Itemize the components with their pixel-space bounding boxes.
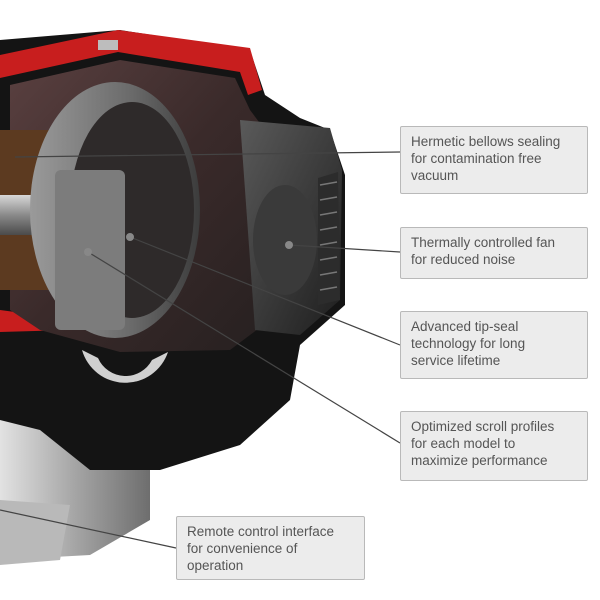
fan-grille-slats xyxy=(319,181,338,291)
callout-tip-seal: Advanced tip-seal technology for long se… xyxy=(400,311,588,379)
bearing-ring xyxy=(82,350,168,383)
leader-line-scroll xyxy=(87,251,401,444)
leader-line-fan xyxy=(288,244,401,253)
callout-remote-control: Remote control interface for convenience… xyxy=(176,516,365,580)
leader-line-remote xyxy=(0,509,177,549)
fan-blade-hub xyxy=(253,185,317,295)
fan-grille xyxy=(318,172,340,305)
leader-line-hermetic xyxy=(14,151,401,158)
callout-scroll-profiles: Optimized scroll profiles for each model… xyxy=(400,411,588,481)
top-pin xyxy=(98,40,118,50)
base-foot xyxy=(0,500,70,565)
leader-dot-tip-seal xyxy=(126,233,134,241)
leader-dot-scroll xyxy=(84,248,92,256)
callout-hermetic-bellows: Hermetic bellows sealing for contaminati… xyxy=(400,126,588,194)
leader-dot-fan xyxy=(285,241,293,249)
callout-thermally-controlled-fan: Thermally controlled fan for reduced noi… xyxy=(400,227,588,279)
leader-line-tip-seal xyxy=(129,236,401,346)
red-housing xyxy=(0,30,262,95)
